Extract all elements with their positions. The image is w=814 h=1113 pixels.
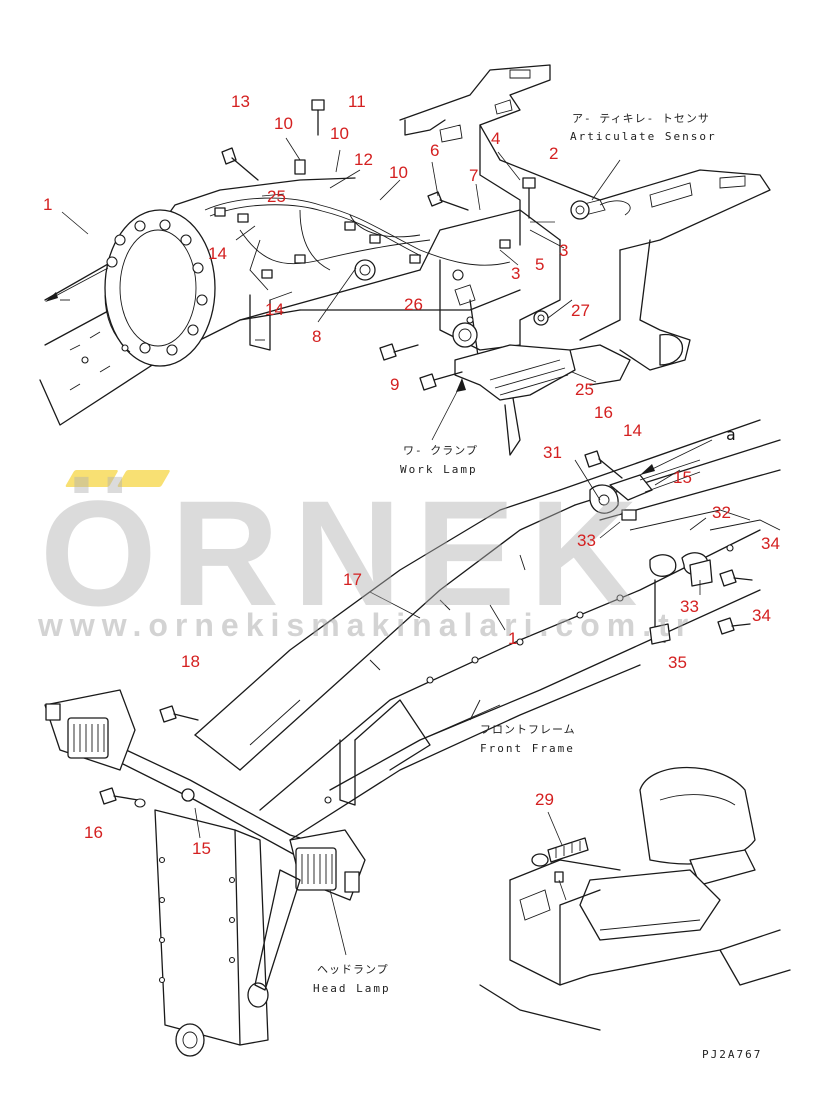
bolt-18 (159, 705, 199, 723)
callout-6: 6 (430, 141, 439, 160)
callout-8: 8 (312, 327, 321, 346)
callout-1-axle: 1 (43, 195, 52, 214)
articulate-sensor (570, 200, 590, 220)
callout-9: 9 (390, 375, 399, 394)
callout-33-left: 33 (577, 531, 596, 550)
callout-2: 2 (549, 144, 558, 163)
callout-13: 13 (231, 92, 250, 111)
callout-32: 32 (712, 503, 731, 522)
callout-25-lower: 25 (575, 380, 594, 399)
callout-33-right: 33 (680, 597, 699, 616)
callout-3-lower: 3 (511, 264, 520, 283)
callout-31: 31 (543, 443, 562, 462)
callout-7: 7 (469, 166, 478, 185)
callout-26: 26 (404, 295, 423, 314)
callout-3-upper: 3 (559, 241, 568, 260)
bolt-2 (522, 177, 536, 219)
callout-35: 35 (668, 653, 687, 672)
clip-35 (649, 623, 671, 645)
operator-station (479, 766, 791, 1031)
callout-18: 18 (181, 652, 200, 671)
bolt-6 (427, 191, 469, 211)
harness-connector-assembly (574, 439, 781, 645)
reference-a: a (726, 425, 736, 444)
drawing-code: PJ2A767 (702, 1048, 762, 1061)
front-frame-assembly (44, 419, 781, 1057)
callout-29: 29 (535, 790, 554, 809)
callout-10-right: 10 (389, 163, 408, 182)
axle-flange (104, 209, 216, 367)
callout-34-upper: 34 (761, 534, 780, 553)
front-frame-label-en: Front Frame (480, 742, 575, 755)
callout-15-upper: 15 (673, 468, 692, 487)
bolt-11 (311, 99, 325, 136)
head-lamp-label-en: Head Lamp (313, 982, 391, 995)
callout-5: 5 (535, 255, 544, 274)
callout-12: 12 (354, 150, 373, 169)
head-lamp-label-jp: ヘッドランプ (317, 963, 389, 976)
callout-11: 11 (348, 92, 366, 111)
bolt-16-lower (99, 787, 139, 805)
watermark: ÖRNEK www.ornekismakinalari.com.tr (37, 469, 695, 643)
callout-16-lower: 16 (84, 823, 103, 842)
callout-14-upper: 14 (208, 244, 227, 263)
watermark-brand: ÖRNEK (40, 469, 652, 637)
bolt-13 (221, 147, 259, 181)
watermark-umlaut-dot-left (65, 470, 118, 487)
callout-15-lower: 15 (192, 839, 211, 858)
articulate-sensor-label-jp: ア- ティキレ- トセンサ (572, 112, 710, 125)
callout-4: 4 (491, 129, 500, 148)
bolt-9 (379, 343, 419, 361)
work-lamp-label-en: Work Lamp (400, 463, 478, 476)
bolt-26 (419, 371, 463, 391)
switch-panel-29 (547, 837, 589, 863)
callout-14-lower: 14 (265, 300, 284, 319)
callout-14-front: 14 (623, 421, 642, 440)
operator-seat (639, 766, 756, 865)
text-labels: ア- ティキレ- トセンサ Articulate Sensor ワ- クランプ … (313, 112, 762, 1061)
washer-27 (533, 310, 549, 326)
bracket-33 (689, 559, 713, 587)
watermark-url: www.ornekismakinalari.com.tr (37, 607, 695, 643)
rear-frame-assembly (39, 64, 771, 456)
callout-numbers: 1 1 2 3 3 4 5 6 7 8 9 10 10 10 11 12 13 … (43, 92, 780, 858)
front-frame-label-jp: フロントフレーム (480, 723, 576, 736)
callout-10-left: 10 (274, 114, 293, 133)
articulate-sensor-label-en: Articulate Sensor (570, 130, 717, 143)
callout-1-frame: 1 (508, 629, 517, 648)
callout-27: 27 (571, 301, 590, 320)
callout-10-mid: 10 (330, 124, 349, 143)
callout-16-upper: 16 (594, 403, 613, 422)
watermark-umlaut-dot-right (117, 470, 170, 487)
callout-34-lower: 34 (752, 606, 771, 625)
callout-25-upper: 25 (267, 187, 286, 206)
callout-17: 17 (343, 570, 362, 589)
work-lamp-label-jp: ワ- クランプ (403, 444, 478, 457)
